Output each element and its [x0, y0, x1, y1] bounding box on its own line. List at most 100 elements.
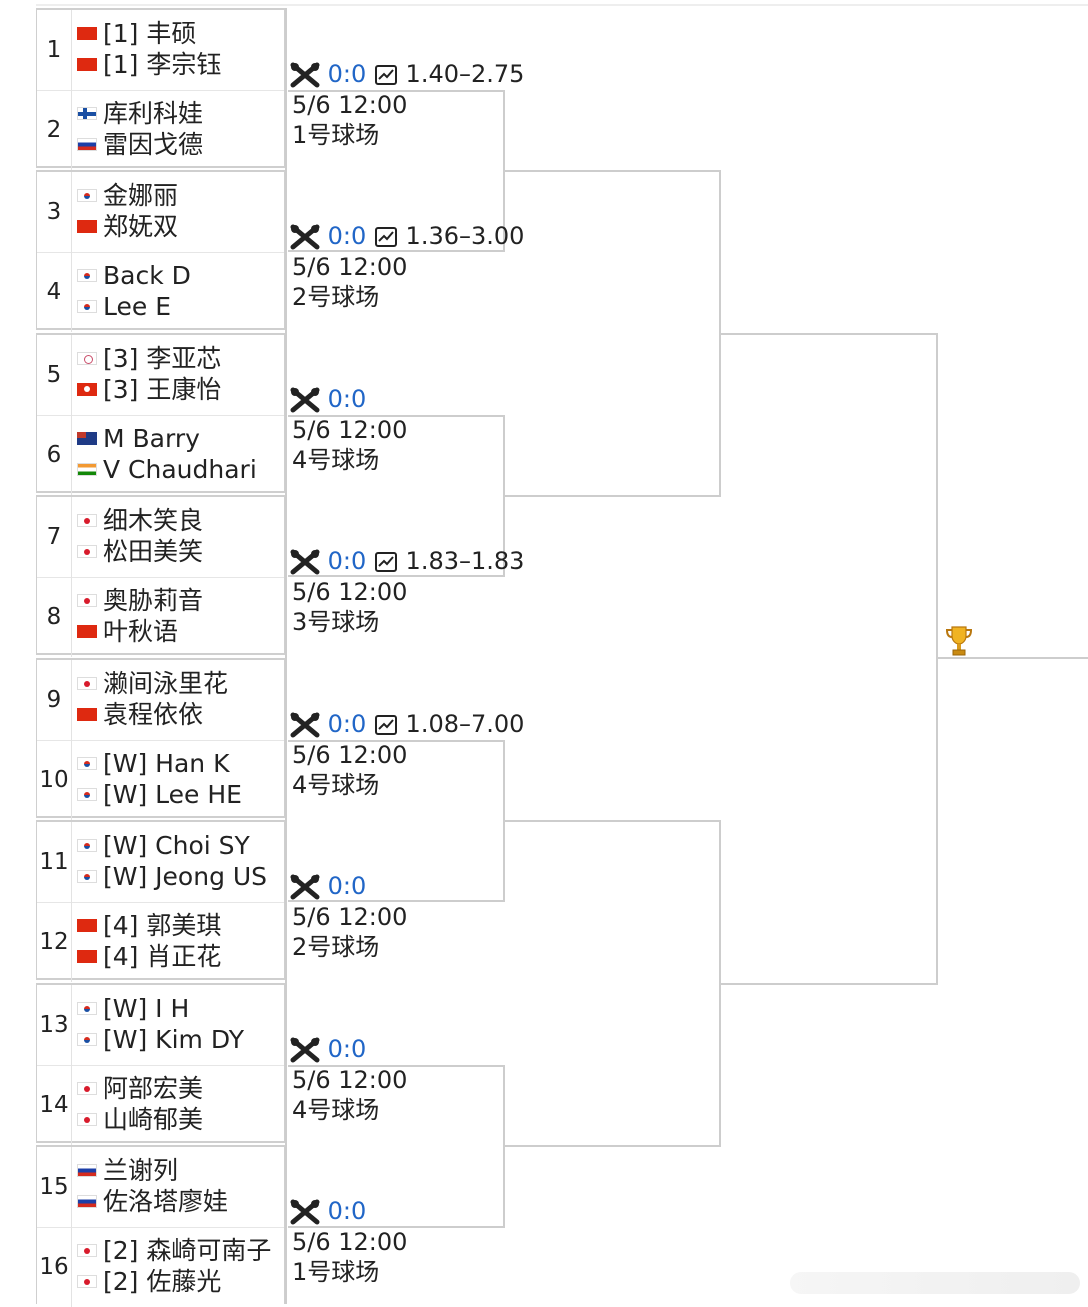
player-slot[interactable]: 16 [2] 森崎可南子 [2] 佐藤光: [37, 1227, 284, 1307]
seed-number: 1: [37, 10, 72, 90]
player-slot[interactable]: 13 [W] I H [W] Kim DY: [37, 985, 284, 1066]
match-odds: 1.36–3.00: [405, 222, 525, 250]
match-court: 4号球场: [292, 771, 380, 799]
seed-number: 12: [37, 902, 72, 982]
player-slot[interactable]: 10 [W] Han K [W] Lee HE: [37, 740, 284, 820]
india-flag-icon: [77, 462, 97, 476]
china-flag-icon: [77, 219, 97, 233]
crossed-rackets-icon: [290, 1035, 320, 1063]
player-slot[interactable]: 5 [3] 李亚芯 [3] 王康怡: [37, 335, 284, 416]
player-name: [W] I H: [77, 994, 189, 1024]
top-border: [36, 4, 1088, 6]
match-time: 5/6 12:00: [292, 91, 408, 119]
player-slot[interactable]: 9 濑间泳里花 袁程依依: [37, 660, 284, 741]
chart-icon: [374, 547, 398, 575]
chart-icon: [374, 222, 398, 250]
seed-number: 15: [37, 1147, 72, 1227]
korea-flag-icon: [77, 838, 97, 852]
player-slot[interactable]: 2 库利科娃 雷因戈德: [37, 90, 284, 170]
crossed-rackets-icon: [290, 385, 320, 413]
japan-flag-icon: [77, 676, 97, 690]
match-time: 5/6 12:00: [292, 578, 408, 606]
match-score: 0:0: [327, 872, 367, 900]
match-time: 5/6 12:00: [292, 903, 408, 931]
player-name: 奥胁莉音: [77, 586, 203, 616]
match-score-row[interactable]: 0:0 1.83–1.83: [290, 546, 524, 576]
pair-box: 13 [W] I H [W] Kim DY 14 阿部宏美 山崎郁美: [36, 983, 285, 1145]
player-name: [1] 丰硕: [77, 19, 196, 49]
player-slot[interactable]: 1 [1] 丰硕 [1] 李宗钰: [37, 10, 284, 91]
player-name: [4] 肖正花: [77, 942, 221, 972]
china-flag-icon: [77, 624, 97, 638]
player-name: V Chaudhari: [77, 455, 257, 485]
match-score-row[interactable]: 0:0: [290, 1196, 366, 1226]
match-score-row[interactable]: 0:0 1.40–2.75: [290, 59, 524, 89]
round2-bracket: [505, 820, 721, 1147]
player-name: 袁程依依: [77, 700, 203, 730]
player-slot[interactable]: 11 [W] Choi SY [W] Jeong US: [37, 822, 284, 903]
japan-flag-icon: [77, 544, 97, 558]
match-time: 5/6 12:00: [292, 1066, 408, 1094]
player-slot[interactable]: 4 Back D Lee E: [37, 252, 284, 332]
crossed-rackets-icon: [290, 1197, 320, 1225]
pair-box: 5 [3] 李亚芯 [3] 王康怡 6 M Barry V Chaudhari: [36, 333, 285, 495]
seed-number: 11: [37, 822, 72, 902]
player-name: M Barry: [77, 424, 200, 454]
korea-flag-icon: [77, 299, 97, 313]
hong-kong-flag-icon: [77, 382, 97, 396]
round3-bracket: [721, 333, 938, 985]
russia-flag-icon: [77, 1163, 97, 1177]
russia-flag-icon: [77, 1194, 97, 1208]
japan-flag-icon: [77, 1243, 97, 1257]
match-court: 3号球场: [292, 608, 380, 636]
chart-icon: [374, 710, 398, 738]
match-score: 0:0: [327, 385, 367, 413]
pair-box: 15 兰谢列 佐洛塔廖娃 16 [2] 森崎可南子 [2] 佐藤光: [36, 1145, 285, 1307]
player-slot[interactable]: 7 细木笑良 松田美笑: [37, 497, 284, 578]
player-slot[interactable]: 6 M Barry V Chaudhari: [37, 415, 284, 495]
match-score-row[interactable]: 0:0 1.08–7.00: [290, 709, 524, 739]
japan-flag-icon: [77, 593, 97, 607]
round1-bracket: [288, 415, 505, 577]
player-slot[interactable]: 12 [4] 郭美琪 [4] 肖正花: [37, 902, 284, 982]
player-slot[interactable]: 8 奥胁莉音 叶秋语: [37, 577, 284, 657]
player-slot[interactable]: 15 兰谢列 佐洛塔廖娃: [37, 1147, 284, 1228]
pair-box: 7 细木笑良 松田美笑 8 奥胁莉音 叶秋语: [36, 495, 285, 657]
round1-bracket: [288, 90, 505, 252]
china-flag-icon: [77, 26, 97, 40]
column-divider: [285, 8, 287, 1304]
player-name: 佐洛塔廖娃: [77, 1187, 228, 1217]
match-score: 0:0: [327, 547, 367, 575]
seed-number: 2: [37, 90, 72, 170]
crossed-rackets-icon: [290, 872, 320, 900]
korea-flag-icon: [77, 268, 97, 282]
match-odds: 1.83–1.83: [405, 547, 525, 575]
seed-number: 14: [37, 1065, 72, 1145]
match-score-row[interactable]: 0:0 1.36–3.00: [290, 221, 524, 251]
player-name: Lee E: [77, 292, 171, 322]
player-name: 松田美笑: [77, 537, 203, 567]
pair-box: 1 [1] 丰硕 [1] 李宗钰 2 库利科娃 雷因戈德: [36, 8, 285, 170]
korea-flag-icon: [77, 869, 97, 883]
korea-flag-icon: [77, 1032, 97, 1046]
round2-bracket: [505, 170, 721, 497]
match-score: 0:0: [327, 60, 367, 88]
japan-flag-icon: [77, 1274, 97, 1288]
player-name: 阿部宏美: [77, 1074, 203, 1104]
pair-box: 3 金娜丽 郑妩双 4 Back D Lee E: [36, 170, 285, 332]
match-court: 2号球场: [292, 933, 380, 961]
seed-number: 3: [37, 172, 72, 252]
seed-number: 6: [37, 415, 72, 495]
match-score-row[interactable]: 0:0: [290, 871, 366, 901]
match-score-row[interactable]: 0:0: [290, 384, 366, 414]
trophy-icon: [945, 626, 973, 656]
china-flag-icon: [77, 57, 97, 71]
player-slot[interactable]: 3 金娜丽 郑妩双: [37, 172, 284, 253]
player-slot[interactable]: 14 阿部宏美 山崎郁美: [37, 1065, 284, 1145]
seed-number: 10: [37, 740, 72, 820]
player-name: 兰谢列: [77, 1156, 178, 1186]
china-flag-icon: [77, 707, 97, 721]
player-name: [3] 王康怡: [77, 375, 221, 405]
match-score-row[interactable]: 0:0: [290, 1034, 366, 1064]
japan-flag-icon: [77, 1081, 97, 1095]
